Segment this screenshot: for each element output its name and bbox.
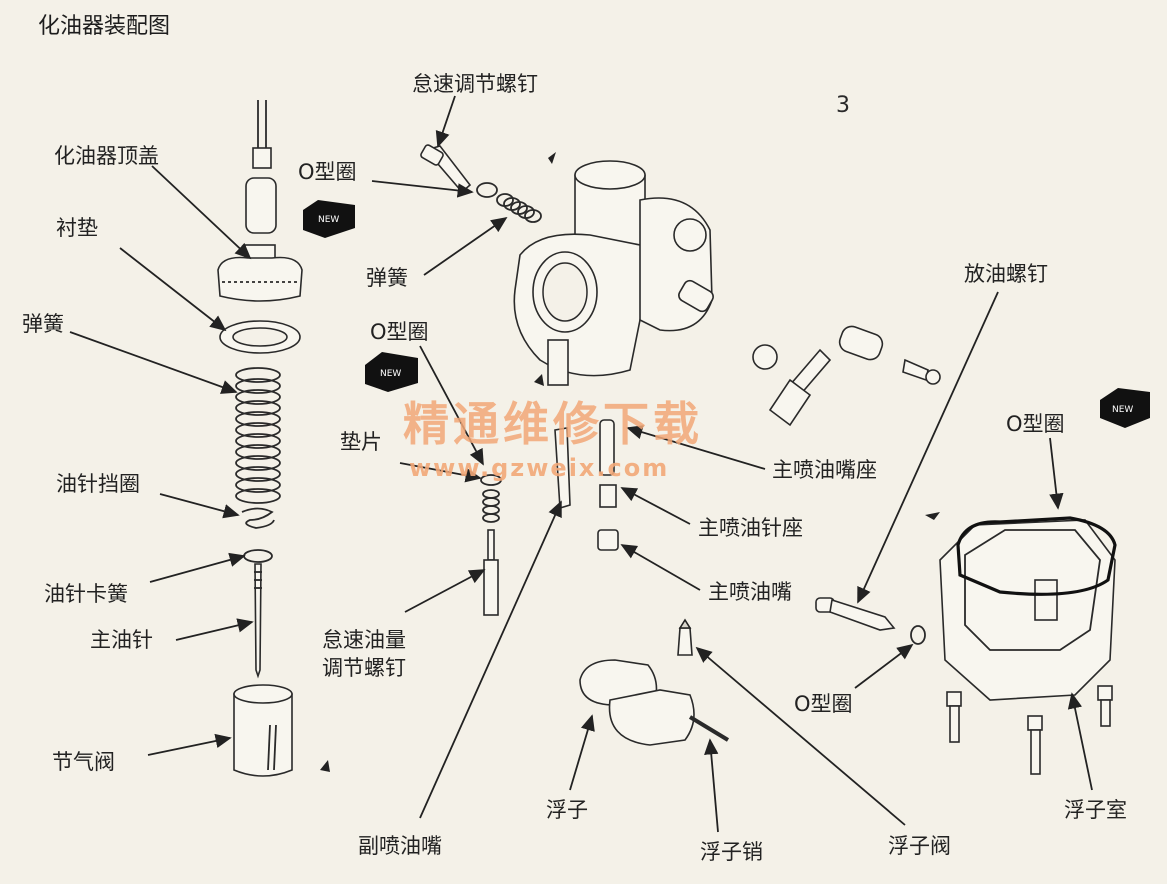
chamber-screws-part [946, 685, 1113, 775]
main-jet-part [597, 529, 619, 551]
needle-clip-part [243, 549, 273, 563]
float-valve-part [677, 618, 693, 656]
label-slow-jet: 副喷油嘴 [358, 834, 442, 858]
label-jet-needle: 主油针 [90, 628, 153, 652]
label-spring-mid: 弹簧 [366, 266, 408, 290]
jet-needle-part [254, 563, 262, 679]
new-badge-icon: NEW [303, 200, 355, 238]
watermark-main: 精通维修下载 [403, 397, 703, 451]
svg-text:NEW: NEW [1112, 405, 1133, 415]
gasket-part [219, 320, 301, 354]
needle-retainer-part [241, 507, 275, 529]
carb-top-cap-part [217, 244, 303, 302]
drain-screw-part [815, 597, 896, 631]
cable-lever-part [752, 325, 941, 427]
label-o-ring-mid: O型圈 [370, 320, 429, 344]
page-title: 化油器装配图 [38, 14, 171, 39]
throttle-cable [252, 100, 272, 169]
spring-left-part [235, 367, 281, 504]
label-pilot-screw-line2: 调节螺钉 [322, 656, 406, 680]
spring-mid-part [496, 193, 542, 223]
label-main-jet: 主喷油嘴 [708, 580, 792, 604]
label-float-chamber: 浮子室 [1064, 798, 1127, 822]
label-drain-screw: 放油螺钉 [964, 262, 1048, 286]
label-pilot-screw-line1: 怠速油量 [322, 628, 406, 652]
needle-jet-holder-part [599, 484, 617, 508]
label-spring-left: 弹簧 [22, 312, 64, 336]
cable-adjuster [245, 177, 277, 234]
main-jet-holder-part [599, 419, 615, 476]
carburetor-body-part [513, 160, 714, 386]
pilot-screw-part [483, 529, 499, 616]
svg-text:NEW: NEW [380, 369, 401, 379]
idle-screw-part [420, 144, 472, 194]
label-needle-clip: 油针卡簧 [44, 582, 128, 606]
float-chamber-part [939, 516, 1117, 701]
label-washer: 垫片 [340, 430, 382, 454]
float-part [579, 659, 695, 746]
watermark-url: www.gzweix.com [409, 454, 670, 482]
label-float-valve: 浮子阀 [888, 834, 951, 858]
label-carb-top-cap: 化油器顶盖 [54, 144, 159, 168]
new-badge-icon: NEW [1100, 388, 1150, 428]
label-idle-screw: 怠速调节螺钉 [412, 72, 538, 96]
pilot-screw-spring-part [482, 489, 500, 523]
new-badge-icon: NEW [365, 352, 418, 392]
label-float-pin: 浮子销 [700, 840, 763, 864]
o-ring-top-part [476, 182, 498, 198]
label-needle-jet-holder: 主喷油针座 [698, 516, 803, 540]
label-needle-retainer: 油针挡圈 [56, 472, 140, 496]
figure-number: 3 [836, 93, 850, 118]
orientation-marks [320, 152, 940, 772]
label-main-jet-holder: 主喷油嘴座 [772, 458, 877, 482]
label-gasket: 衬垫 [56, 216, 98, 240]
leader-lines [69, 95, 1093, 833]
label-o-ring-drain: O型圈 [794, 692, 853, 716]
label-o-ring-right: O型圈 [1006, 412, 1065, 436]
label-o-ring-top: O型圈 [298, 160, 357, 184]
slow-jet-part [554, 427, 571, 510]
label-throttle-valve: 节气阀 [52, 750, 115, 774]
throttle-valve-part [233, 684, 293, 777]
label-float: 浮子 [546, 798, 588, 822]
float-pin-part [688, 715, 730, 742]
svg-text:NEW: NEW [318, 215, 339, 225]
o-ring-drain-part [910, 625, 926, 645]
